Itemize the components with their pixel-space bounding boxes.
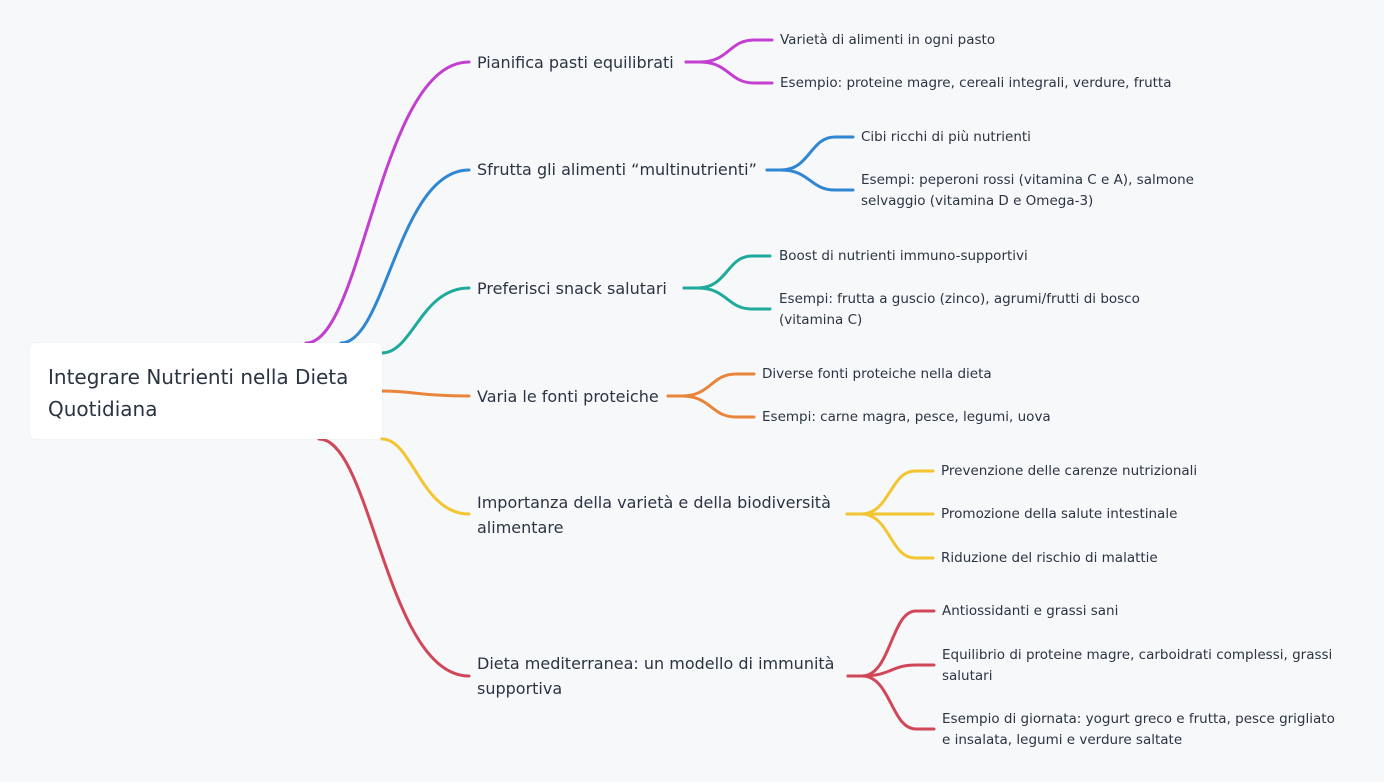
- root-connector: [339, 168, 471, 345]
- leaf-connector: [684, 38, 774, 64]
- leaf-label: Esempio di giornata: yogurt greco e frut…: [942, 711, 1335, 748]
- leaf-label: Varietà di alimenti in ogni pasto: [780, 32, 996, 48]
- leaf-connector: [846, 674, 936, 731]
- branch-snack-salutari[interactable]: Preferisci snack salutari: [477, 276, 667, 301]
- branch-varieta-biodiversita[interactable]: Importanza della varietà e della biodive…: [477, 490, 845, 540]
- leaf-label: Esempi: peperoni rossi (vitamina C e A),…: [861, 172, 1194, 209]
- leaf-label: Antiossidanti e grassi sani: [942, 603, 1119, 619]
- branch-dieta-mediterranea[interactable]: Dieta mediterranea: un modello di immuni…: [477, 651, 845, 701]
- branch-label: Importanza della varietà e della biodive…: [477, 493, 831, 537]
- leaf-connector: [682, 286, 772, 311]
- central-topic-label: Integrare Nutrienti nella Dieta Quotidia…: [48, 365, 349, 421]
- branch-pianifica-pasti[interactable]: Pianifica pasti equilibrati: [477, 50, 674, 75]
- leaf-label: Promozione della salute intestinale: [941, 506, 1178, 522]
- leaf-label: Esempi: carne magra, pesce, legumi, uova: [762, 409, 1051, 425]
- leaf-label: Boost di nutrienti immuno-supportivi: [779, 248, 1028, 264]
- leaf-varieta-alimenti[interactable]: Varietà di alimenti in ogni pasto: [780, 30, 995, 51]
- leaf-connector: [846, 663, 936, 678]
- leaf-esempi-frutta-guscio[interactable]: Esempi: frutta a guscio (zinco), agrumi/…: [779, 289, 1154, 331]
- leaf-boost-nutrienti[interactable]: Boost di nutrienti immuno-supportivi: [779, 246, 1028, 267]
- leaf-label: Esempi: frutta a guscio (zinco), agrumi/…: [779, 291, 1140, 328]
- root-connector: [380, 389, 471, 398]
- leaf-connector: [666, 372, 756, 398]
- leaf-esempi-carne[interactable]: Esempi: carne magra, pesce, legumi, uova: [762, 407, 1051, 428]
- leaf-connector: [845, 469, 935, 516]
- leaf-rischio-malattie[interactable]: Riduzione del rischio di malattie: [941, 548, 1158, 569]
- branch-label: Preferisci snack salutari: [477, 279, 667, 298]
- leaf-connector: [765, 168, 855, 192]
- leaf-label: Diverse fonti proteiche nella dieta: [762, 366, 992, 382]
- leaf-label: Cibi ricchi di più nutrienti: [861, 129, 1031, 145]
- leaf-antiossidanti[interactable]: Antiossidanti e grassi sani: [942, 601, 1118, 622]
- leaf-salute-intestinale[interactable]: Promozione della salute intestinale: [941, 504, 1177, 525]
- leaf-prevenzione-carenze[interactable]: Prevenzione delle carenze nutrizionali: [941, 461, 1197, 482]
- leaf-connector: [682, 254, 772, 290]
- leaf-connector: [684, 60, 774, 85]
- leaf-diverse-fonti[interactable]: Diverse fonti proteiche nella dieta: [762, 364, 992, 385]
- branch-label: Dieta mediterranea: un modello di immuni…: [477, 654, 835, 698]
- leaf-connector: [666, 394, 756, 419]
- leaf-esempio-proteine[interactable]: Esempio: proteine magre, cereali integra…: [780, 73, 1172, 94]
- leaf-connector: [845, 512, 935, 560]
- branch-label: Sfrutta gli alimenti “multinutrienti”: [477, 160, 757, 179]
- root-connector: [380, 437, 471, 516]
- leaf-esempi-peperoni[interactable]: Esempi: peperoni rossi (vitamina C e A),…: [861, 170, 1206, 212]
- root-connector: [380, 286, 471, 355]
- branch-label: Pianifica pasti equilibrati: [477, 53, 674, 72]
- branch-multinutrienti[interactable]: Sfrutta gli alimenti “multinutrienti”: [477, 157, 757, 182]
- leaf-label: Equilibrio di proteine magre, carboidrat…: [942, 647, 1333, 684]
- central-topic[interactable]: Integrare Nutrienti nella Dieta Quotidia…: [30, 343, 382, 439]
- branch-label: Varia le fonti proteiche: [477, 387, 659, 406]
- root-connector: [304, 60, 471, 345]
- leaf-esempio-giornata[interactable]: Esempio di giornata: yogurt greco e frut…: [942, 709, 1347, 751]
- leaf-label: Riduzione del rischio di malattie: [941, 550, 1158, 566]
- leaf-label: Prevenzione delle carenze nutrizionali: [941, 463, 1198, 479]
- leaf-equilibrio-proteine[interactable]: Equilibrio di proteine magre, carboidrat…: [942, 645, 1352, 687]
- leaf-cibi-ricchi[interactable]: Cibi ricchi di più nutrienti: [861, 127, 1031, 148]
- leaf-connector: [765, 135, 855, 172]
- root-connector: [317, 437, 471, 678]
- branch-fonti-proteiche[interactable]: Varia le fonti proteiche: [477, 384, 659, 409]
- leaf-label: Esempio: proteine magre, cereali integra…: [780, 75, 1172, 91]
